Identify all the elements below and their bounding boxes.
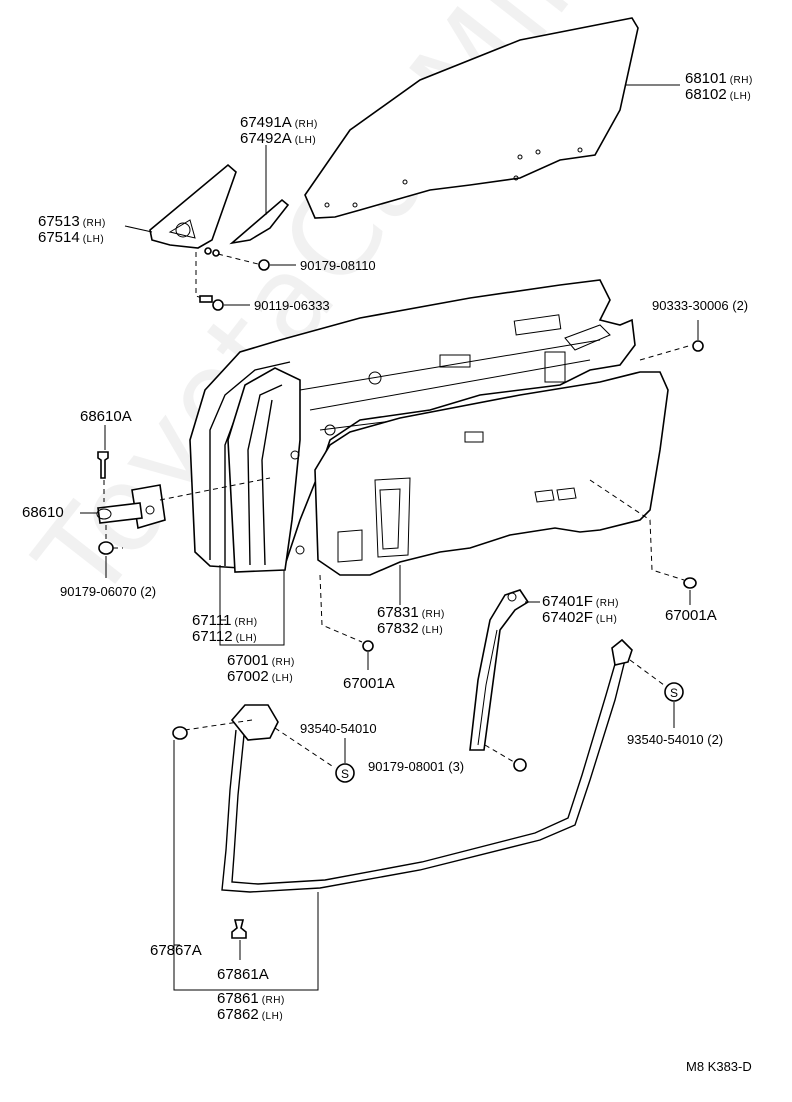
label-67112: 67112(LH) [192,628,258,645]
label-67402f: 67402F(LH) [542,609,618,626]
label-67831: 67831(RH) [377,604,445,621]
svg-text:S: S [670,686,678,700]
run-channel [469,589,530,763]
label-67861a: 67861A [217,966,269,983]
svg-text:S: S [341,767,349,781]
label-67401f: 67401F(RH) [542,593,619,610]
label-67001: 67001(RH) [227,652,295,669]
bolt-06333-icon [199,295,213,303]
clip-67001a-left-icon [362,640,374,652]
label-68610a: 68610A [80,408,132,425]
door-weatherstrip [184,638,669,893]
label-67001a-right: 67001A [665,607,717,624]
door-check [96,477,271,530]
clip-67867a-icon [172,726,188,740]
label-90333-30006: 90333-30006 (2) [652,298,749,313]
nut-08110-icon [258,259,270,271]
plug-30006-icon [692,340,704,352]
door-glass [304,17,639,219]
seal-s-left-icon: S [335,763,355,783]
label-90119-06333: 90119-06333 [254,298,330,313]
label-67002: 67002(LH) [227,668,294,685]
label-67867a: 67867A [150,942,202,959]
label-67491a: 67491A(RH) [240,114,318,131]
quarter-glass [229,198,290,245]
label-67832: 67832(LH) [377,620,444,637]
label-90179-08110: 90179-08110 [300,258,376,273]
label-93540-54010-left: 93540-54010 [300,721,377,736]
nut-08001-icon [513,758,527,772]
mirror-cover [149,163,237,249]
clip-67861a-icon [231,919,247,939]
label-67001a-left: 67001A [343,675,395,692]
label-68610: 68610 [22,504,64,521]
door-trim-board [314,371,669,576]
door-panel [189,279,636,573]
seal-s-right-icon: S [664,682,684,702]
diagram-code: M8 K383-D [686,1059,752,1074]
nut-06070-icon [98,541,114,555]
clip-67001a-right-icon [683,577,697,589]
label-90179-08001: 90179-08001 (3) [368,759,465,774]
label-67111: 67111(RH) [192,612,258,629]
label-67513: 67513(RH) [38,213,106,230]
label-67492a: 67492A(LH) [240,130,317,147]
label-68102: 68102(LH) [685,86,752,103]
label-67861: 67861(RH) [217,990,285,1007]
label-68101: 68101(RH) [685,70,753,87]
label-90179-06070: 90179-06070 (2) [60,584,157,599]
label-67862: 67862(LH) [217,1006,284,1023]
check-bolt-icon [97,451,109,479]
label-67514: 67514(LH) [38,229,105,246]
label-93540-54010-right: 93540-54010 (2) [627,732,724,747]
